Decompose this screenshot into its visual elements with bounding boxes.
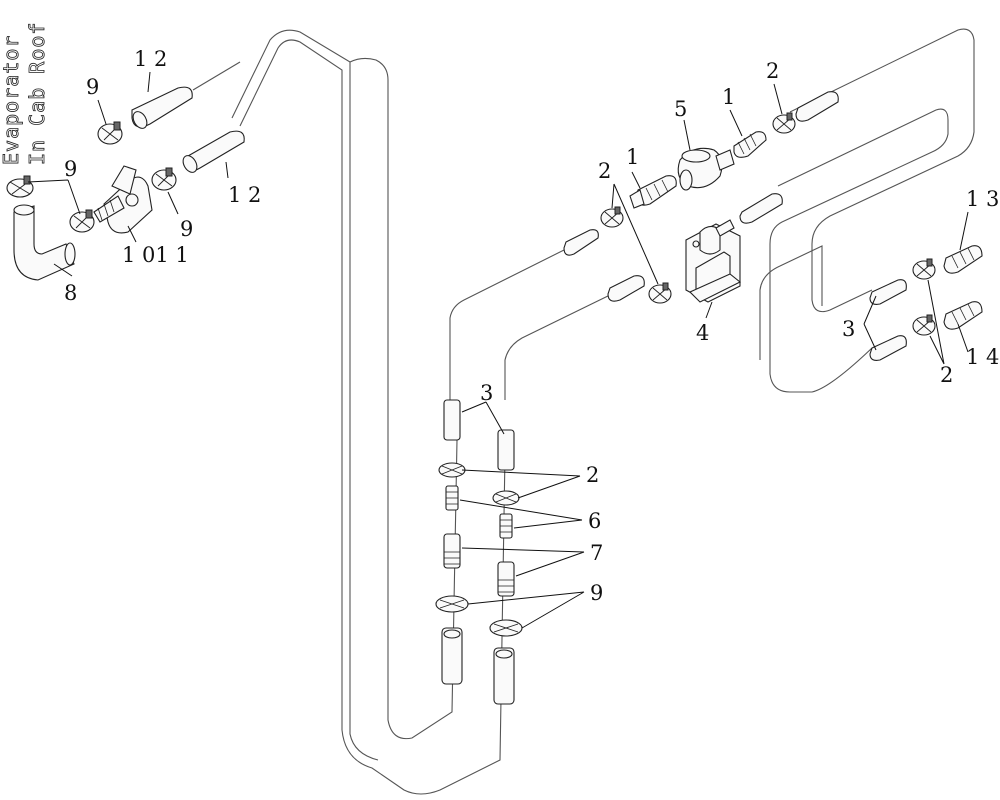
clamp-2-low	[648, 282, 672, 304]
callout-9-left: 9	[64, 157, 77, 181]
clamp-9-mid	[151, 167, 177, 191]
nipple-6-right	[499, 513, 513, 539]
clamp-9-col-left	[435, 595, 469, 613]
leader-lines	[27, 71, 969, 629]
clamp-2-col-left	[438, 462, 466, 478]
tube-low-left	[441, 627, 463, 685]
far-right-parts	[869, 245, 983, 361]
tube-3-left	[443, 399, 461, 441]
valve-10-11	[93, 165, 153, 234]
upper-right-parts	[563, 91, 839, 304]
callout-5: 5	[674, 97, 687, 121]
callout-10-11: 1 01 1	[122, 243, 189, 267]
clamp-2-col-right	[492, 490, 520, 506]
fitting-13	[943, 245, 983, 274]
hose-right-loop-inner2	[759, 245, 823, 360]
tube-low-right	[493, 647, 515, 705]
tube-3-right	[497, 429, 515, 471]
tube-center-lower	[607, 275, 645, 302]
clamp-9-elbow	[69, 209, 95, 233]
tube-top-right	[795, 91, 839, 122]
fitting-1-top	[733, 131, 767, 158]
callout-4: 4	[696, 321, 709, 345]
callout-3-right: 3	[842, 317, 855, 341]
hose-left-loop-inner3	[349, 62, 379, 761]
callout-12-mid: 1 2	[228, 183, 261, 207]
callout-2-mid: 2	[598, 159, 611, 183]
clamp-2-right-upper	[912, 258, 936, 280]
nipple-6-left	[445, 485, 459, 511]
left-parts	[6, 86, 245, 281]
hose-routing	[192, 28, 975, 795]
center-column-parts	[435, 399, 523, 705]
clamp-9-col-right	[489, 619, 523, 637]
hose-right-loop-outer	[789, 28, 975, 313]
clamp-9-top	[97, 121, 123, 145]
elbow-8	[13, 204, 76, 281]
hose-right-loop-inner	[769, 108, 949, 393]
callout-2-top: 2	[766, 59, 779, 83]
tube-3-upper	[869, 279, 907, 305]
adapter-7-left	[443, 533, 461, 569]
hose-center-1	[449, 247, 569, 400]
callout-2-low: 2	[586, 463, 599, 487]
side-note-line2: In Cab Roof	[25, 22, 49, 165]
tube-center-upper	[563, 229, 599, 256]
clamp-2-right-lower	[912, 314, 936, 336]
hose-12-mid	[182, 130, 245, 173]
callout-6: 6	[588, 509, 601, 533]
callout-9-mid: 9	[180, 217, 193, 241]
callout-7: 7	[590, 541, 603, 565]
side-note: Evaporator In Cab Roof	[0, 21, 49, 165]
callout-9-top-left: 9	[86, 75, 99, 99]
callout-2-right: 2	[940, 363, 953, 387]
callout-1-top: 1	[722, 85, 735, 109]
tube-right-mid	[739, 193, 783, 224]
callout-1-mid: 1	[626, 145, 639, 169]
solenoid-valve-4	[685, 219, 742, 303]
adapter-7-right	[497, 561, 515, 597]
callout-8: 8	[64, 281, 77, 305]
tube-3-lower	[869, 335, 907, 361]
hose-center-2	[504, 293, 613, 400]
callout-13: 1 3	[966, 187, 999, 211]
fitting-14	[943, 301, 983, 330]
callout-9-low: 9	[590, 581, 603, 605]
fitting-1-mid	[629, 175, 677, 209]
clamp-2-top	[772, 112, 796, 134]
hose-left-loop-inner2	[192, 61, 241, 91]
hose-12-top	[131, 86, 193, 129]
clamp-9-left	[6, 175, 34, 198]
hose-left-loop-outer	[239, 39, 506, 795]
side-note-line1: Evaporator	[0, 35, 23, 165]
hose-left-loop-inner	[231, 29, 458, 740]
clamp-2-mid	[600, 206, 624, 228]
callout-12-top: 1 2	[134, 47, 167, 71]
callout-14: 1 4	[966, 345, 999, 369]
callout-3-center: 3	[480, 381, 493, 405]
check-valve-5	[677, 147, 735, 191]
callout-labels: 1 2 1 2 9 9 9 1 01 1 8 5 1 2 1 2 4 1 3 1…	[64, 47, 999, 605]
